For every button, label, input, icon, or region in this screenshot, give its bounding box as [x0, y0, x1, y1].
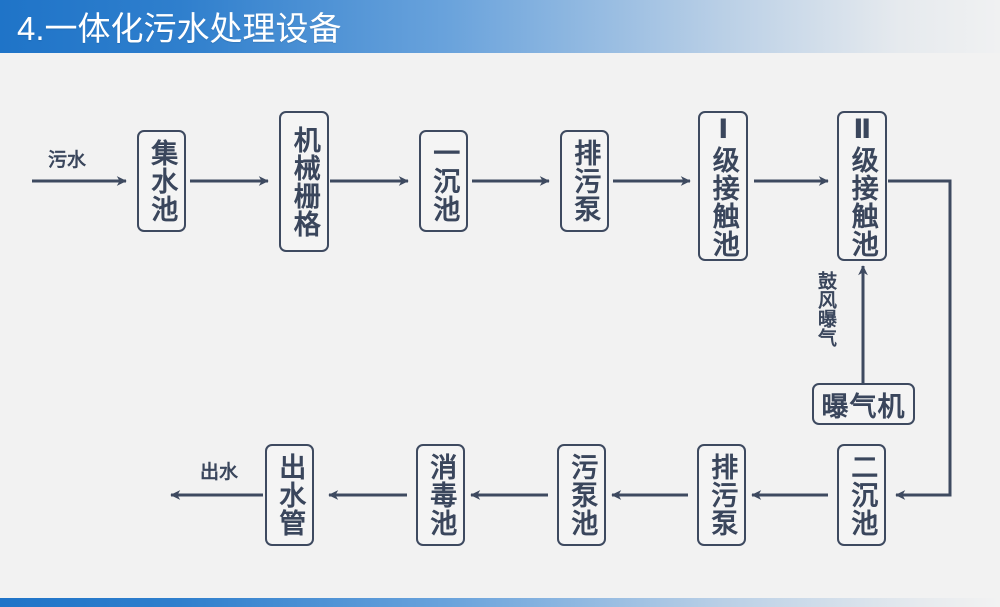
- node-排污泵-top[interactable]: 排污泵: [560, 130, 609, 232]
- node-二沉池[interactable]: 二沉池: [837, 444, 886, 546]
- edge-label-aeration: 鼓风曝气: [815, 271, 836, 347]
- node-Ⅱ级接触池[interactable]: Ⅱ级接触池: [837, 111, 887, 261]
- node-机械栅格[interactable]: 机械栅格: [279, 111, 329, 252]
- node-label: Ⅱ级接触池: [847, 114, 878, 258]
- connector-layer: [32, 176, 952, 500]
- process-flow-diagram: 污水 出水 鼓风曝气 集水池 机械栅格 一沉池 排污泵 Ⅰ级接触池 Ⅱ级接触池 …: [0, 53, 1000, 598]
- node-一沉池[interactable]: 一沉池: [419, 130, 468, 232]
- node-污泵池[interactable]: 污泵池: [557, 444, 606, 546]
- node-label: 排污泵: [570, 139, 601, 223]
- node-label: 污泵池: [567, 453, 598, 537]
- edge-n6-to-n8: [888, 179, 952, 500]
- node-排污泵-bottom[interactable]: 排污泵: [697, 444, 746, 546]
- node-label: 二沉池: [847, 453, 878, 537]
- node-label: 消毒池: [426, 453, 457, 537]
- page-title: 4.一体化污水处理设备: [17, 9, 342, 47]
- footer-bar: [0, 598, 1000, 607]
- edge-label-inlet: 污水: [48, 150, 87, 171]
- node-label: 机械栅格: [289, 125, 320, 238]
- node-label: Ⅰ级接触池: [708, 114, 739, 258]
- node-label: 集水池: [147, 139, 178, 223]
- node-label: 曝气机: [821, 391, 906, 422]
- node-label: 一沉池: [429, 139, 460, 223]
- node-曝气机[interactable]: 曝气机: [812, 383, 915, 425]
- node-集水池[interactable]: 集水池: [137, 130, 186, 232]
- node-Ⅰ级接触池[interactable]: Ⅰ级接触池: [698, 111, 748, 261]
- node-label: 出水管: [275, 453, 306, 537]
- header-bar: 4.一体化污水处理设备: [0, 0, 1000, 53]
- node-消毒池[interactable]: 消毒池: [416, 444, 465, 546]
- edge-label-outlet: 出水: [200, 462, 239, 483]
- node-label: 排污泵: [707, 453, 738, 537]
- node-出水管[interactable]: 出水管: [265, 444, 314, 546]
